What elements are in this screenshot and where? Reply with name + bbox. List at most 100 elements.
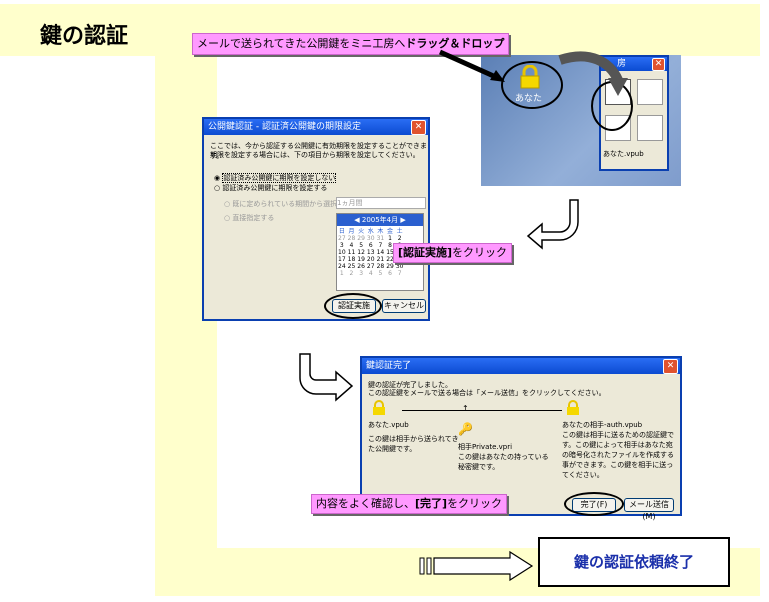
calendar-day[interactable]: 4: [349, 242, 354, 249]
calendar-day[interactable]: 13: [366, 249, 375, 256]
auth-callout: [認証実施]をクリック: [393, 243, 513, 263]
mini-window-titlebar: 房 ✕: [601, 57, 667, 71]
weekday-label: 月: [348, 228, 355, 235]
calendar-day[interactable]: 11: [347, 249, 356, 256]
cipher-tool-icon[interactable]: [637, 79, 663, 105]
dialog-message: 鍵の認証が完了しました。: [368, 381, 452, 389]
calendar-day[interactable]: 5: [378, 270, 383, 277]
dialog-title: 公開鍵認証 - 認証済公開鍵の期限設定: [208, 122, 361, 132]
dialog-description: 期限を設定する場合には、下の項目から期限を設定してください。: [210, 151, 420, 159]
calendar-day[interactable]: 19: [357, 256, 365, 263]
mid-file-name: 相手Private.vpri: [458, 443, 513, 451]
callout-text: 内容をよく確認し、: [316, 497, 415, 510]
weekday-label: 火: [358, 228, 365, 235]
calendar-day[interactable]: 25: [347, 263, 356, 270]
mini-window-title: 房: [617, 59, 627, 69]
arrow-head: [608, 78, 628, 96]
highlight-ellipse: [564, 492, 624, 516]
private-key-icon: 🔑: [458, 422, 473, 436]
calendar-month: 2005年4月: [361, 216, 399, 224]
close-icon[interactable]: ✕: [663, 359, 678, 374]
calendar-day[interactable]: 30: [366, 235, 375, 242]
calendar-day[interactable]: 26: [357, 263, 365, 270]
radio-label: 既に定められている期間から選択する: [232, 200, 352, 208]
calendar-day[interactable]: 30: [395, 263, 404, 270]
calendar-day[interactable]: 29: [386, 263, 394, 270]
calendar-header: ◀ 2005年4月 ▶: [337, 214, 423, 226]
weekday-label: 日: [338, 228, 345, 235]
cancel-button[interactable]: キャンセル: [382, 299, 426, 313]
calendar-day[interactable]: 28: [376, 263, 385, 270]
next-month-icon[interactable]: ▶: [398, 216, 406, 224]
weekday-label: 水: [367, 228, 374, 235]
right-arrow-icon: [419, 550, 534, 582]
dialog-description: ここでは、今から認証する公開鍵に有効期限を設定することができます。: [210, 142, 427, 160]
callout-bold-text: [認証実施]: [398, 246, 453, 259]
dialog-titlebar: 公開鍵認証 - 認証済公開鍵の期限設定 ✕: [204, 119, 428, 135]
page-title: 鍵の認証: [40, 24, 129, 49]
radio-label: 認証済み公開鍵に期限を設定しない: [222, 173, 337, 183]
radio-preset-period[interactable]: ○ 既に定められている期間から選択する: [224, 200, 352, 208]
calendar-day[interactable]: 2: [349, 270, 354, 277]
calendar-day[interactable]: 18: [347, 256, 356, 263]
left-file-desc: この鍵は相手から送られてきた公開鍵です。: [368, 435, 459, 453]
calendar-day[interactable]: 12: [357, 249, 365, 256]
prev-month-icon[interactable]: ◀: [354, 216, 362, 224]
calendar-day[interactable]: 7: [378, 242, 383, 249]
calendar-day[interactable]: 29: [357, 235, 365, 242]
highlight-ellipse: [501, 61, 563, 109]
calendar-day[interactable]: 5: [359, 242, 364, 249]
calendar-day[interactable]: 3: [339, 242, 344, 249]
final-status-box: 鍵の認証依頼終了: [538, 537, 730, 587]
arrow-head: [490, 70, 505, 82]
final-status-text: 鍵の認証依頼終了: [573, 553, 694, 571]
close-icon[interactable]: ✕: [411, 120, 426, 135]
period-select[interactable]: 1ヵ月間: [336, 197, 426, 209]
dialog-titlebar: 鍵認証完了 ✕: [362, 358, 680, 374]
calendar-day[interactable]: 7: [397, 270, 402, 277]
calendar-day[interactable]: 8: [388, 242, 392, 249]
radio-no-expiry[interactable]: ◉ 認証済み公開鍵に期限を設定しない: [214, 173, 337, 183]
file-label: あなた.vpub: [603, 150, 644, 158]
calendar-day[interactable]: 14: [376, 249, 385, 256]
calendar-day[interactable]: 6: [368, 242, 373, 249]
complete-callout: 内容をよく確認し、[完了]をクリック: [311, 494, 508, 514]
public-key-icon: [372, 400, 386, 420]
calendar-day[interactable]: 10: [338, 249, 346, 256]
calendar-day[interactable]: 4: [368, 270, 373, 277]
close-icon[interactable]: ✕: [652, 58, 665, 71]
send-mail-button[interactable]: メール送信(M): [624, 498, 674, 521]
calendar-day[interactable]: 3: [359, 270, 364, 277]
calendar-day[interactable]: 15: [386, 249, 394, 256]
calendar-day[interactable]: 1: [339, 270, 344, 277]
calendar-day[interactable]: 2: [397, 235, 402, 242]
auth-key-icon: [566, 400, 580, 420]
window-tool-icon[interactable]: [637, 115, 663, 141]
calendar-day[interactable]: 6: [388, 270, 392, 277]
radio-set-expiry[interactable]: ○ 認証済み公開鍵に期限を設定する: [214, 184, 328, 192]
callout-text: メールで送られてきた公開鍵をミニ工房へ: [197, 37, 406, 50]
calendar-day[interactable]: 21: [376, 256, 385, 263]
calendar-day[interactable]: 28: [347, 235, 356, 242]
calendar-day[interactable]: 31: [376, 235, 385, 242]
expiry-dialog: 公開鍵認証 - 認証済公開鍵の期限設定 ✕ ここでは、今から認証する公開鍵に有効期…: [202, 117, 430, 321]
calendar-day[interactable]: 27: [366, 263, 375, 270]
radio-direct-input[interactable]: ○ 直接指定する: [224, 214, 275, 222]
radio-label: 認証済み公開鍵に期限を設定する: [222, 184, 328, 192]
calendar-day[interactable]: 17: [338, 256, 346, 263]
radio-label: 直接指定する: [232, 214, 275, 222]
calendar-day[interactable]: 27: [338, 235, 346, 242]
dialog-message: この認証鍵をメールで送る場合は「メール送信」をクリックしてください。: [368, 389, 606, 397]
dialog-title: 鍵認証完了: [366, 361, 412, 371]
calendar-day[interactable]: 22: [386, 256, 394, 263]
auth-complete-dialog: 鍵認証完了 ✕ 鍵の認証が完了しました。 この認証鍵をメールで送る場合は「メール送…: [360, 356, 682, 521]
calendar-day[interactable]: 20: [366, 256, 375, 263]
desktop-screenshot: あなた 房 ✕ あなた.vpub: [481, 55, 681, 186]
calendar-day[interactable]: 1: [388, 235, 392, 242]
weekday-row: 日月火水木金土: [337, 226, 404, 235]
calendar-day[interactable]: 24: [338, 263, 346, 270]
weekday-label: 金: [387, 228, 394, 235]
